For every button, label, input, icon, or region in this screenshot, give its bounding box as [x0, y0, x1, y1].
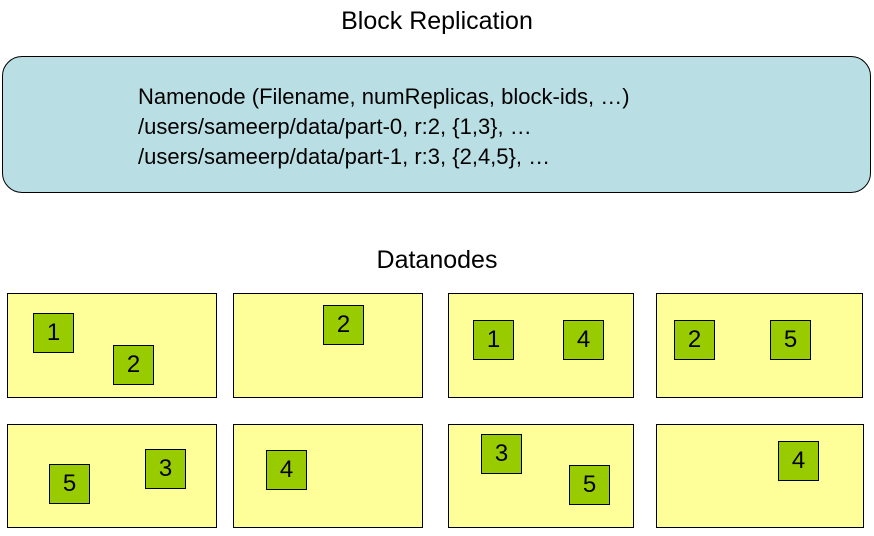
block-square: 4	[778, 441, 819, 481]
page-title: Block Replication	[341, 7, 533, 35]
block-id-label: 1	[46, 319, 61, 346]
block-id-label: 4	[791, 447, 806, 474]
block-square: 4	[266, 450, 307, 490]
block-id-label: 2	[336, 311, 351, 338]
block-square: 2	[323, 305, 364, 345]
block-id-label: 3	[494, 440, 509, 467]
block-id-label: 5	[582, 471, 597, 498]
block-id-label: 4	[279, 456, 294, 483]
block-id-label: 5	[62, 470, 77, 497]
namenode-box: Namenode (Filename, numReplicas, block-i…	[2, 56, 871, 193]
block-square: 2	[674, 320, 715, 360]
namenode-text-line-1: Namenode (Filename, numReplicas, block-i…	[138, 84, 630, 109]
block-square: 1	[33, 313, 74, 353]
block-id-label: 4	[576, 326, 591, 353]
block-id-label: 5	[783, 326, 798, 353]
namenode-text: Namenode (Filename, numReplicas, block-i…	[138, 82, 630, 172]
block-square: 1	[473, 320, 514, 360]
datanode-box: 4	[656, 424, 864, 528]
datanode-box: 4	[233, 424, 423, 528]
datanode-box: 2	[233, 293, 423, 398]
datanodes-label: Datanodes	[376, 246, 498, 274]
block-id-label: 1	[486, 326, 501, 353]
namenode-text-line-3: /users/sameerp/data/part-1, r:3, {2,4,5}…	[138, 144, 551, 169]
block-square: 4	[563, 320, 604, 360]
namenode-text-line-2: /users/sameerp/data/part-0, r:2, {1,3}, …	[138, 114, 532, 139]
block-square: 2	[113, 345, 154, 385]
block-id-label: 3	[158, 455, 173, 482]
block-square: 3	[481, 434, 522, 474]
block-square: 5	[49, 464, 90, 504]
block-id-label: 2	[126, 351, 141, 378]
block-square: 5	[770, 320, 811, 360]
block-id-label: 2	[687, 326, 702, 353]
block-square: 5	[569, 465, 610, 505]
block-square: 3	[145, 449, 186, 489]
